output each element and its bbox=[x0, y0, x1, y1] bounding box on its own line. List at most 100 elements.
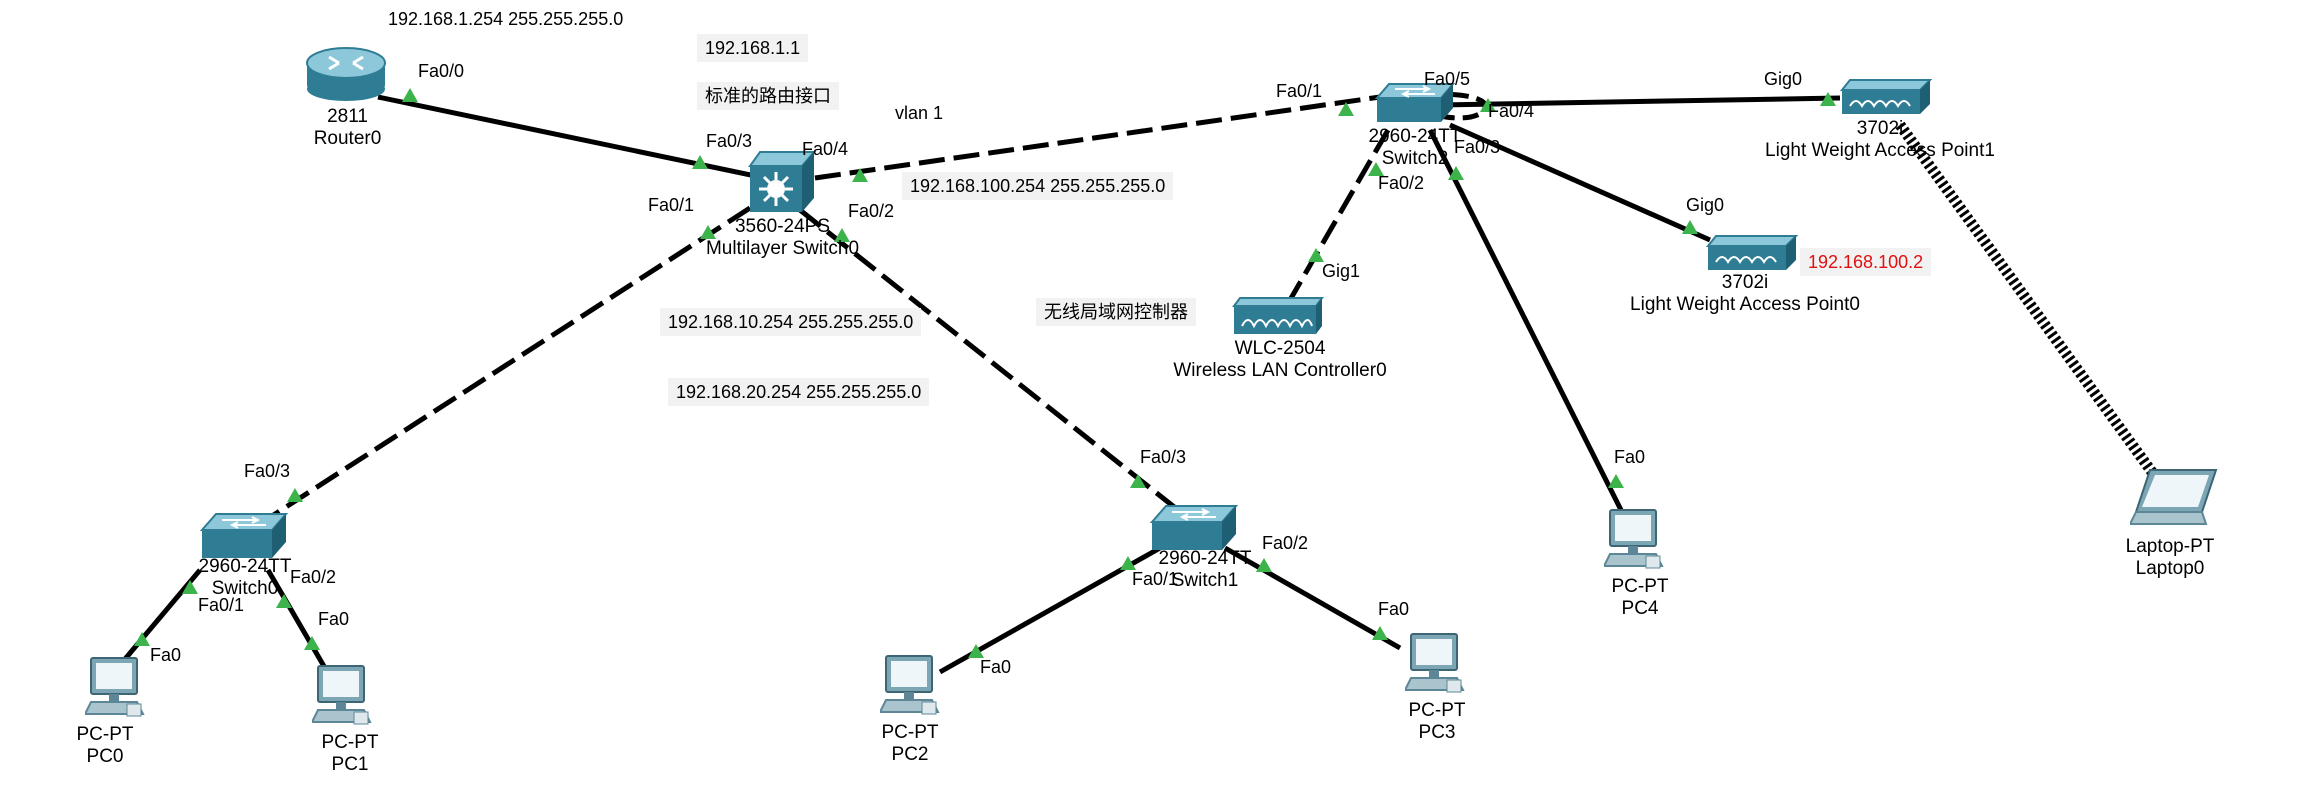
pc-icon[interactable] bbox=[85, 656, 145, 720]
laptop-icon[interactable] bbox=[2130, 468, 2218, 534]
pc-icon[interactable] bbox=[1604, 508, 1664, 572]
port-up-icon bbox=[1120, 556, 1136, 570]
port-label: Fa0/1 bbox=[1132, 569, 1179, 589]
router-icon[interactable] bbox=[305, 45, 387, 103]
router0-model: 2811 bbox=[327, 106, 368, 127]
router0-caption: 2811 Router0 bbox=[300, 106, 395, 150]
port-up-icon bbox=[834, 228, 850, 242]
port-up-icon bbox=[134, 632, 150, 646]
switch0-caption: 2960-24TT Switch0 bbox=[180, 556, 310, 600]
vlan-note: vlan 1 bbox=[895, 103, 944, 123]
port-label: Fa0/2 bbox=[290, 567, 337, 587]
port-label: Fa0/5 bbox=[1424, 69, 1471, 89]
port-label: Fa0/1 bbox=[648, 195, 695, 215]
switch-icon[interactable] bbox=[200, 512, 288, 560]
port-up-icon bbox=[402, 88, 418, 102]
pc3-caption: PC-PT PC3 bbox=[1382, 700, 1492, 744]
link-mls-switch0 bbox=[256, 205, 752, 528]
link-mls-switch1 bbox=[798, 208, 1180, 512]
switch1-caption: 2960-24TT Switch1 bbox=[1140, 548, 1270, 592]
pc-icon[interactable] bbox=[1405, 632, 1465, 696]
wlc0-model: WLC-2504 bbox=[1234, 338, 1326, 359]
port-label: Fa0/3 bbox=[1140, 447, 1187, 467]
ap0-ip-note: 192.168.100.2 bbox=[1800, 248, 1932, 276]
multilayer-switch-icon[interactable] bbox=[748, 150, 816, 214]
ap0-caption: 3702i Light Weight Access Point0 bbox=[1620, 272, 1870, 316]
port-up-icon bbox=[182, 580, 198, 594]
port-label: Fa0/3 bbox=[706, 131, 753, 151]
port-up-icon bbox=[1608, 474, 1624, 488]
link-switch0-pc1 bbox=[265, 568, 328, 670]
wlc-label-note: 无线局域网控制器 bbox=[1036, 298, 1196, 326]
switch2-model: 2960-24TT bbox=[1368, 126, 1462, 147]
port-label: Fa0/4 bbox=[802, 139, 849, 159]
port-label: Fa0/3 bbox=[1454, 137, 1501, 157]
wlc0-name: Wireless LAN Controller0 bbox=[1173, 360, 1387, 381]
port-indicators bbox=[134, 88, 1836, 658]
link-switch2-ap1 bbox=[1439, 95, 1841, 108]
port-label: Fa0/2 bbox=[848, 201, 895, 221]
pc0-name: PC0 bbox=[86, 746, 124, 767]
switch0-model: 2960-24TT bbox=[198, 556, 292, 577]
port-label: Fa0/4 bbox=[1488, 101, 1535, 121]
pc-icon[interactable] bbox=[880, 654, 940, 718]
router-ip-note: 192.168.1.254 255.255.255.0 bbox=[388, 9, 624, 29]
mls0-caption: 3560-24PS Multilayer Switch0 bbox=[690, 216, 875, 260]
pc2-caption: PC-PT PC2 bbox=[855, 722, 965, 766]
switch0-name: Switch0 bbox=[211, 578, 279, 599]
pc2-name: PC2 bbox=[891, 744, 929, 765]
pc0-caption: PC-PT PC0 bbox=[50, 724, 160, 768]
laptop0-name: Laptop0 bbox=[2135, 558, 2205, 579]
link-switch0-pc0 bbox=[118, 568, 202, 667]
port-label: Fa0/3 bbox=[244, 461, 291, 481]
wlc-icon[interactable] bbox=[1232, 296, 1324, 336]
pc1-name: PC1 bbox=[331, 754, 369, 775]
switch-icon[interactable] bbox=[1150, 504, 1238, 552]
router0-name: Router0 bbox=[313, 128, 382, 149]
mls-ip-note: 192.168.1.1 bbox=[697, 34, 809, 62]
routed-port-note: 标准的路由接口 bbox=[697, 82, 839, 110]
link-switch2-wlc bbox=[1287, 128, 1391, 302]
access-point-icon[interactable] bbox=[1706, 234, 1798, 272]
port-up-icon bbox=[1130, 474, 1146, 488]
port-up-icon bbox=[700, 225, 716, 239]
ap1-name: Light Weight Access Point1 bbox=[1765, 140, 1995, 161]
switch2-caption: 2960-24TT Switch2 bbox=[1340, 126, 1490, 170]
pc-icon[interactable] bbox=[312, 664, 372, 728]
port-up-icon bbox=[1480, 98, 1496, 112]
vlan20-ip-note: 192.168.20.254 255.255.255.0 bbox=[668, 378, 930, 406]
port-up-icon bbox=[968, 644, 984, 658]
access-point-icon[interactable] bbox=[1840, 78, 1932, 116]
port-up-icon bbox=[287, 488, 303, 502]
pc4-caption: PC-PT PC4 bbox=[1585, 576, 1695, 620]
ap1-model: 3702i bbox=[1856, 118, 1904, 139]
pc4-model: PC-PT bbox=[1611, 576, 1669, 597]
switch1-name: Switch1 bbox=[1171, 570, 1239, 591]
switch-icon[interactable] bbox=[1375, 82, 1455, 124]
port-up-icon bbox=[1338, 102, 1354, 116]
vlan10-ip-note: 192.168.10.254 255.255.255.0 bbox=[660, 308, 922, 336]
port-up-icon bbox=[1256, 558, 1272, 572]
port-label: Fa0 bbox=[318, 609, 350, 629]
mls0-model: 3560-24PS bbox=[734, 216, 831, 237]
pc1-model: PC-PT bbox=[321, 732, 379, 753]
laptop0-caption: Laptop-PT Laptop0 bbox=[2110, 536, 2230, 580]
port-up-icon bbox=[1448, 166, 1464, 180]
port-up-icon bbox=[1682, 220, 1698, 234]
pc1-caption: PC-PT PC1 bbox=[295, 732, 405, 776]
port-label: Fa0/2 bbox=[1262, 533, 1309, 553]
pc4-name: PC4 bbox=[1621, 598, 1659, 619]
port-label: Fa0 bbox=[1614, 447, 1646, 467]
port-up-icon bbox=[304, 636, 320, 650]
wlc0-caption: WLC-2504 Wireless LAN Controller0 bbox=[1160, 338, 1400, 382]
link-switch2-pc4 bbox=[1427, 128, 1625, 514]
port-label: Fa0 bbox=[1378, 599, 1410, 619]
ap0-model: 3702i bbox=[1721, 272, 1769, 293]
port-label: Fa0 bbox=[150, 645, 182, 665]
switch2-name: Switch2 bbox=[1381, 148, 1449, 169]
port-label: Gig0 bbox=[1764, 69, 1803, 89]
link-wireless-ap1-laptop bbox=[1895, 121, 2170, 494]
pc3-name: PC3 bbox=[1418, 722, 1456, 743]
